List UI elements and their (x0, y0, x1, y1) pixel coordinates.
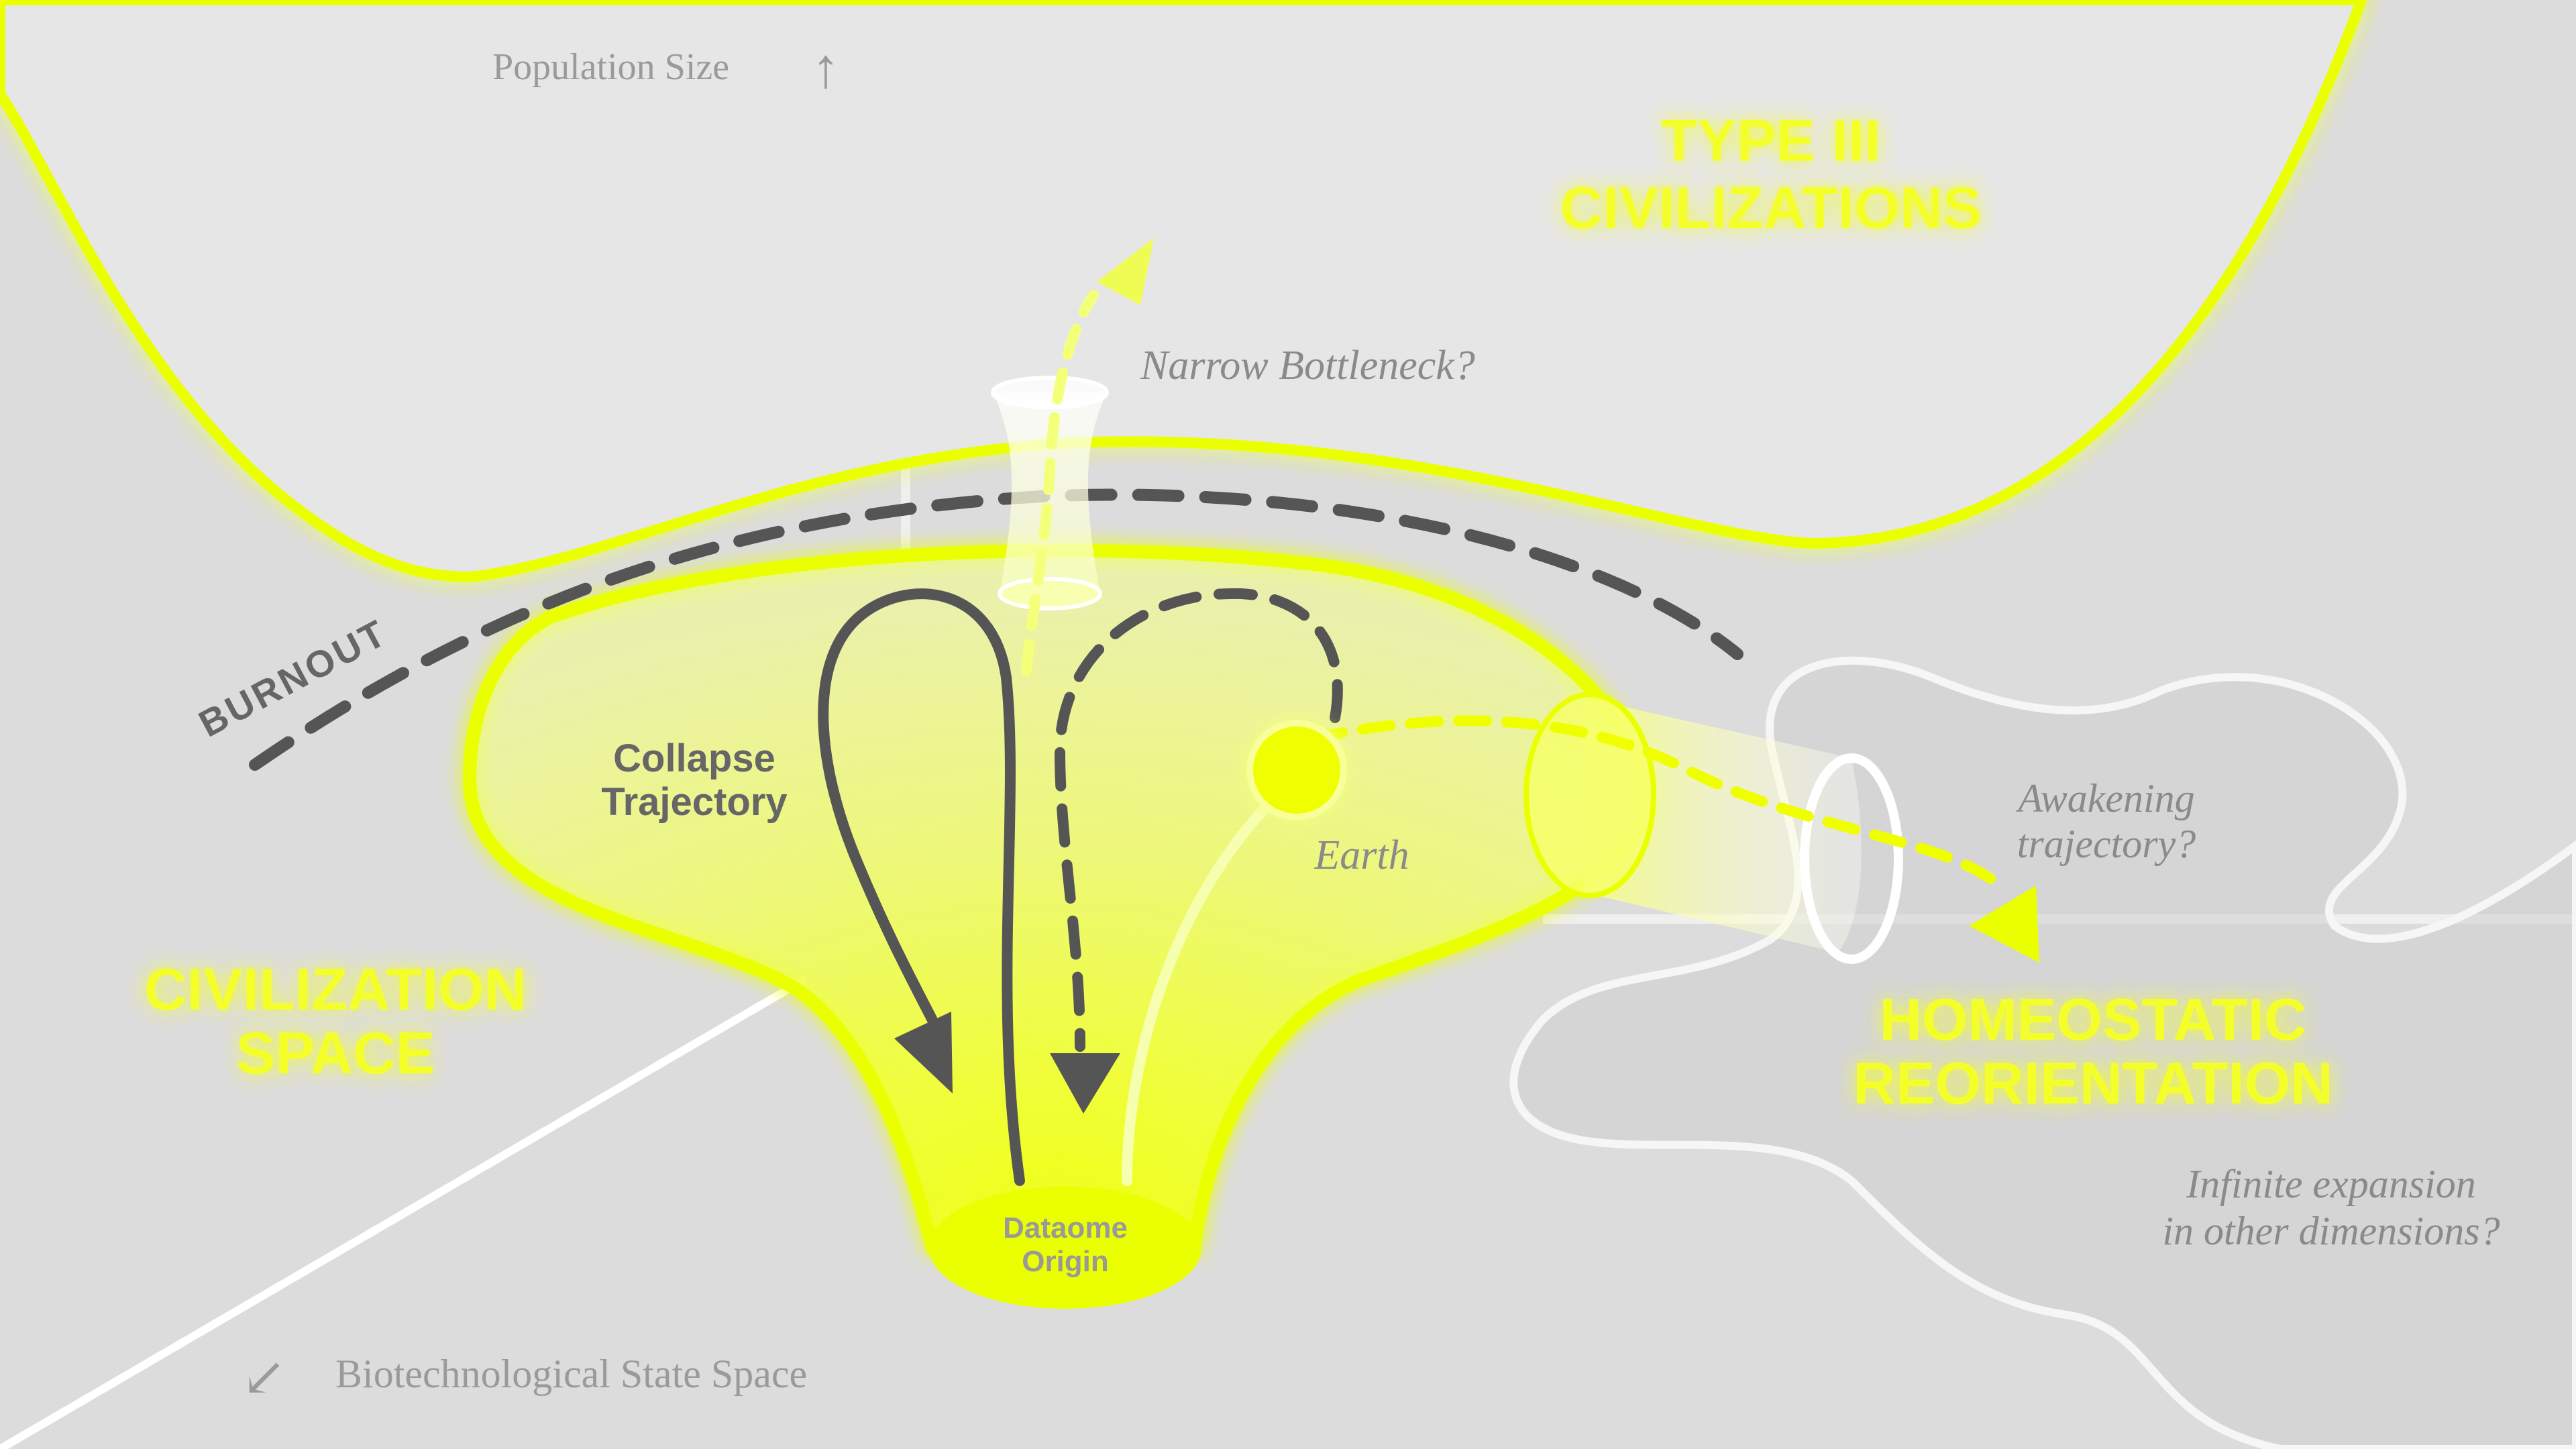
dashed-trajectory-arrowhead (1050, 1053, 1120, 1114)
bottleneck-label: Narrow Bottleneck? (1140, 343, 1475, 388)
awakening-label-line1: Awakening (2015, 776, 2194, 820)
civilization-funnel (462, 543, 1651, 1254)
type3-title-line1: TYPE III (1661, 107, 1881, 174)
population-axis-arrow: ↑ (812, 38, 840, 100)
awakening-label-line2: trajectory? (2017, 822, 2196, 866)
dataome-origin-line2: Origin (1022, 1245, 1109, 1278)
dashed-trajectory (1054, 588, 1343, 1052)
earth-marker (1246, 720, 1347, 820)
collapse-label-line2: Trajectory (601, 780, 787, 824)
state-space-axis-line (0, 975, 808, 1449)
homeostatic-title-line2: REORIENTATION (1853, 1050, 2332, 1116)
civilization-space-line2: SPACE (236, 1020, 435, 1086)
state-space-axis-arrow: ↙ (241, 1348, 286, 1407)
civilization-space-line1: CIVILIZATION (144, 956, 527, 1022)
collapse-arrowhead (894, 1012, 953, 1093)
dataome-origin-ellipse (929, 1187, 1201, 1309)
bottleneck-trajectory (1021, 290, 1099, 676)
dataome-origin-line1: Dataome (1003, 1212, 1128, 1244)
awakening-arrowhead (1969, 885, 2039, 963)
state-space-axis-label: Biotechnological State Space (335, 1352, 807, 1396)
earth-path (1122, 793, 1280, 1186)
infinite-expansion-line2: in other dimensions? (2162, 1209, 2500, 1253)
earth-label: Earth (1313, 833, 1409, 878)
collapse-label-line1: Collapse (613, 737, 775, 780)
infinite-expansion-line1: Infinite expansion (2186, 1162, 2476, 1206)
type3-title-line2: CIVILIZATIONS (1560, 174, 1982, 241)
homeostatic-region (1509, 656, 2576, 1449)
collapse-trajectory (818, 588, 1025, 1186)
awakening-trajectory (1309, 715, 2004, 891)
homeostatic-title-line1: HOMEOSTATIC (1879, 986, 2306, 1053)
population-axis-label: Population Size (492, 46, 729, 88)
bottleneck-arrowhead (1097, 238, 1154, 305)
